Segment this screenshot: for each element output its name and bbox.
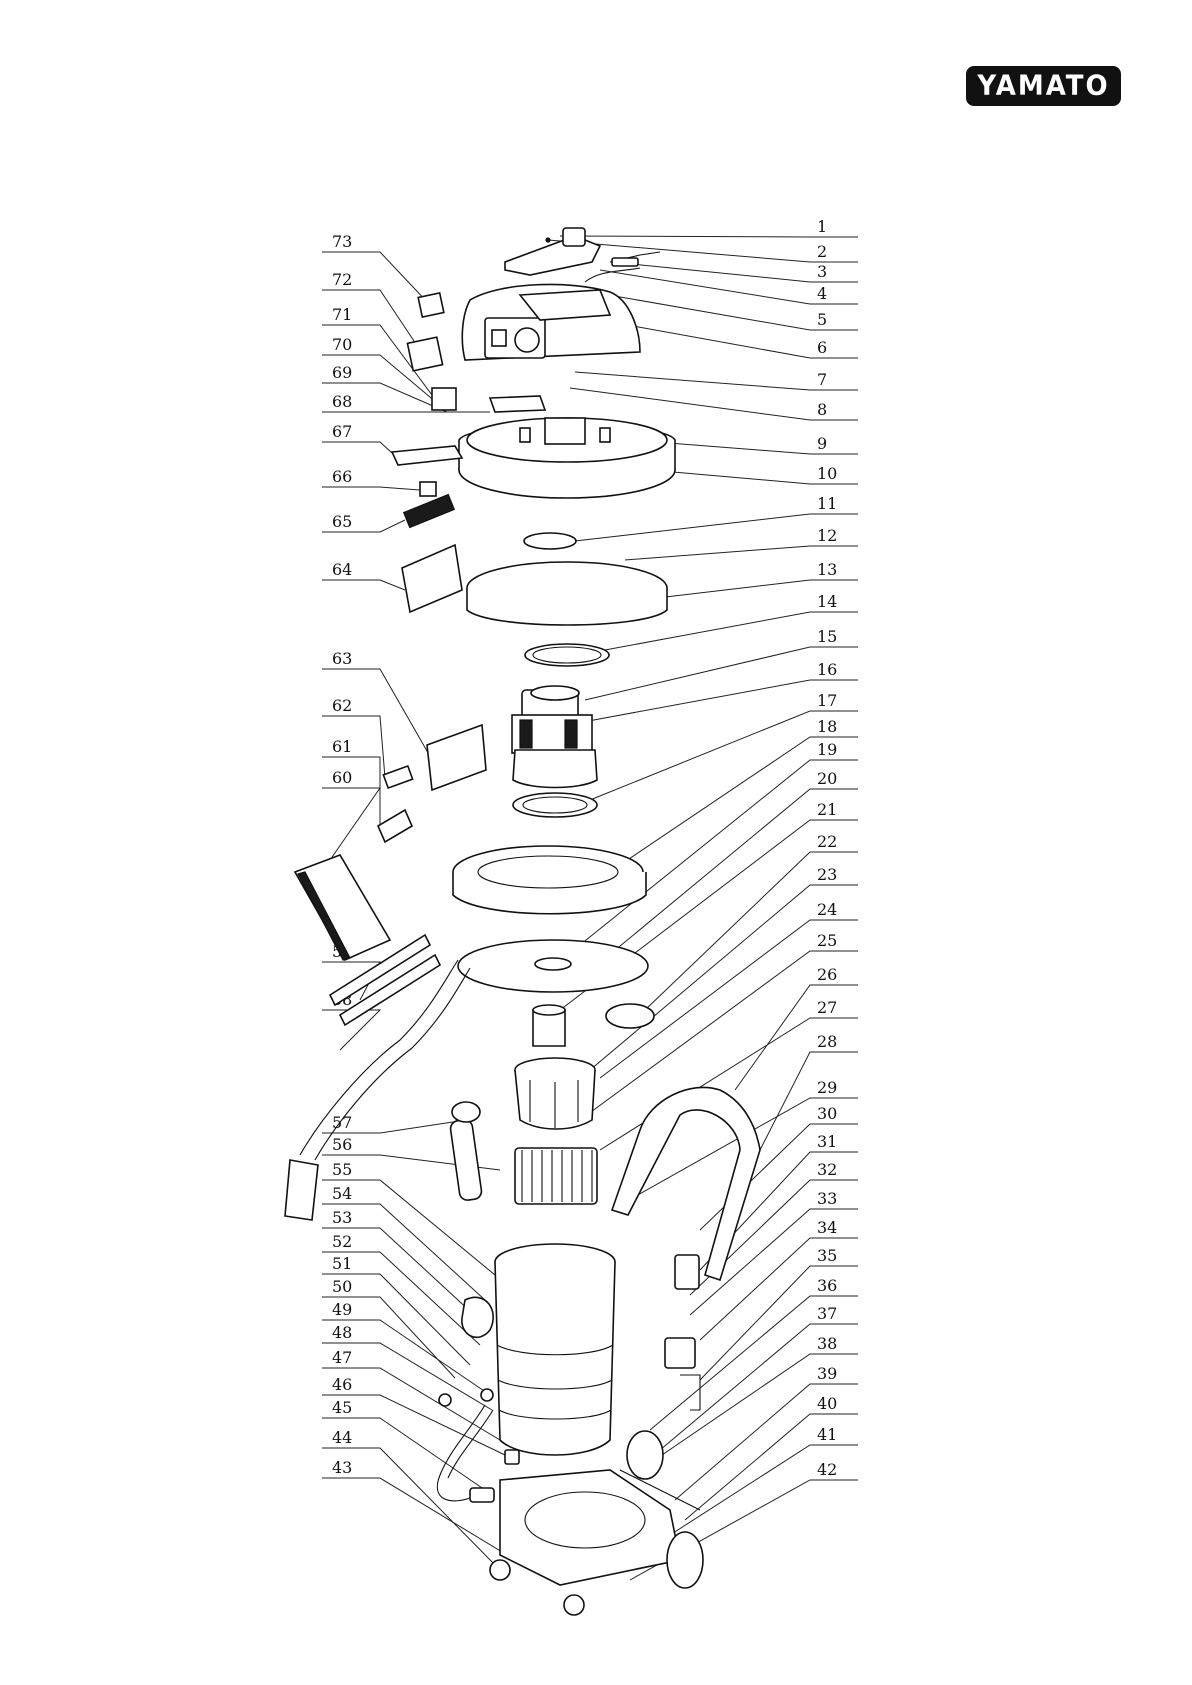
part-label-28: 28 <box>817 1032 837 1051</box>
part-label-7: 7 <box>817 370 827 389</box>
part-label-61: 61 <box>332 737 352 756</box>
part-label-35: 35 <box>817 1246 837 1265</box>
part-label-36: 36 <box>817 1276 837 1295</box>
part-label-2: 2 <box>817 242 827 261</box>
part-label-52: 52 <box>332 1232 352 1251</box>
part-label-16: 16 <box>817 660 837 679</box>
part-label-34: 34 <box>817 1218 837 1237</box>
part-label-3: 3 <box>817 262 827 281</box>
part-label-63: 63 <box>332 649 352 668</box>
part-label-19: 19 <box>817 740 837 759</box>
part-label-49: 49 <box>332 1300 352 1319</box>
part-label-4: 4 <box>817 284 827 303</box>
part-label-23: 23 <box>817 865 837 884</box>
leader-line-1 <box>560 236 858 237</box>
part-label-66: 66 <box>332 467 352 486</box>
part-label-29: 29 <box>817 1078 837 1097</box>
part-label-71: 71 <box>332 305 352 324</box>
part-label-47: 47 <box>332 1348 352 1367</box>
part-label-12: 12 <box>817 526 837 545</box>
part-label-48: 48 <box>332 1323 352 1342</box>
leader-line-60 <box>322 788 380 860</box>
part-label-15: 15 <box>817 627 837 646</box>
part-label-45: 45 <box>332 1398 352 1417</box>
top-cover-part <box>462 284 640 360</box>
part-label-39: 39 <box>817 1364 837 1383</box>
leader-line-41 <box>670 1445 858 1535</box>
part-label-6: 6 <box>817 338 827 357</box>
part-label-38: 38 <box>817 1334 837 1353</box>
part-label-25: 25 <box>817 931 837 950</box>
part-label-40: 40 <box>817 1394 837 1413</box>
part-label-14: 14 <box>817 592 837 611</box>
part-label-60: 60 <box>332 768 352 787</box>
lower-housing-part <box>453 846 646 914</box>
part-label-31: 31 <box>817 1132 837 1151</box>
part-label-18: 18 <box>817 717 837 736</box>
part-label-1: 1 <box>817 217 827 236</box>
part-label-68: 68 <box>332 392 352 411</box>
leader-line-64 <box>322 580 405 590</box>
trolley-base-part <box>490 1431 703 1615</box>
handle-part <box>505 228 600 275</box>
part-label-27: 27 <box>817 998 837 1017</box>
part-label-55: 55 <box>332 1160 352 1179</box>
part-label-37: 37 <box>817 1304 837 1323</box>
part-label-11: 11 <box>817 494 837 513</box>
part-label-67: 67 <box>332 422 352 441</box>
part-label-73: 73 <box>332 232 352 251</box>
part-label-32: 32 <box>817 1160 837 1179</box>
leader-line-11 <box>575 514 858 541</box>
leader-line-26 <box>735 985 858 1090</box>
tank-part <box>495 1244 615 1455</box>
gasket-part <box>458 940 654 1046</box>
motor-part <box>512 686 597 817</box>
part-label-20: 20 <box>817 769 837 788</box>
leader-line-67 <box>322 442 402 462</box>
part-label-10: 10 <box>817 464 837 483</box>
part-label-44: 44 <box>332 1428 352 1447</box>
part-label-70: 70 <box>332 335 352 354</box>
part-label-30: 30 <box>817 1104 837 1123</box>
part-label-43: 43 <box>332 1458 352 1477</box>
part-label-5: 5 <box>817 310 827 329</box>
seal-ring-part <box>467 533 667 666</box>
part-label-26: 26 <box>817 965 837 984</box>
part-label-24: 24 <box>817 900 837 919</box>
part-label-51: 51 <box>332 1254 352 1273</box>
accessory-tools-part <box>285 766 482 1220</box>
part-label-13: 13 <box>817 560 837 579</box>
part-label-64: 64 <box>332 560 352 579</box>
part-label-69: 69 <box>332 363 352 382</box>
part-label-50: 50 <box>332 1277 352 1296</box>
part-label-41: 41 <box>817 1425 837 1444</box>
part-label-56: 56 <box>332 1135 352 1154</box>
leader-line-66 <box>322 487 420 490</box>
part-label-8: 8 <box>817 400 827 419</box>
leader-line-7 <box>575 372 858 390</box>
part-label-9: 9 <box>817 434 827 453</box>
filter-blocks-part <box>392 446 486 790</box>
leader-line-12 <box>625 546 858 560</box>
part-label-53: 53 <box>332 1208 352 1227</box>
part-label-42: 42 <box>817 1460 837 1479</box>
part-label-17: 17 <box>817 691 837 710</box>
part-label-46: 46 <box>332 1375 352 1394</box>
leader-line-8 <box>570 388 858 420</box>
part-label-33: 33 <box>817 1189 837 1208</box>
part-label-62: 62 <box>332 696 352 715</box>
leader-line-28 <box>760 1052 858 1150</box>
part-label-22: 22 <box>817 832 837 851</box>
part-label-65: 65 <box>332 512 352 531</box>
part-label-54: 54 <box>332 1184 352 1203</box>
motor-head-part <box>459 418 675 498</box>
part-label-72: 72 <box>332 270 352 289</box>
part-label-21: 21 <box>817 800 837 819</box>
filter-cage-part <box>515 1058 597 1204</box>
